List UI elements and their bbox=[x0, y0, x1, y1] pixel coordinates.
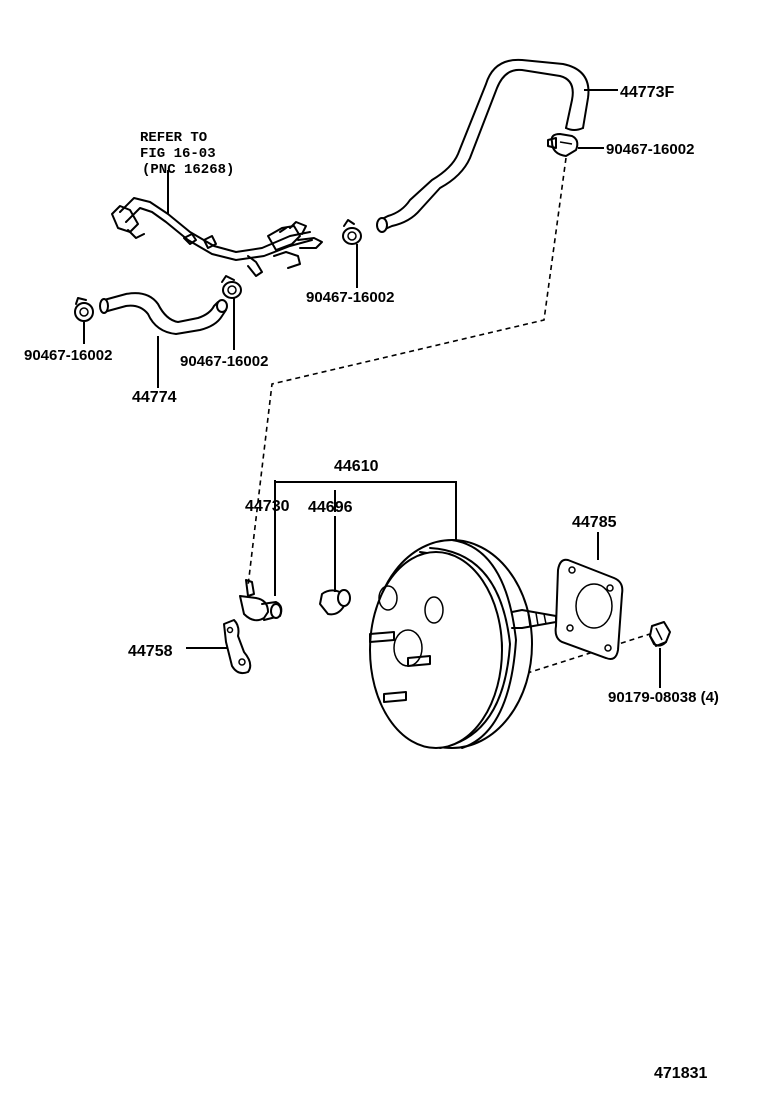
label-gasket: 44785 bbox=[572, 514, 617, 531]
routing-dashed-line bbox=[247, 157, 567, 587]
clamp-center-icon[interactable] bbox=[221, 275, 242, 299]
clamp-middle-icon[interactable] bbox=[342, 219, 362, 245]
label-clamp-upper-right: 90467-16002 bbox=[606, 141, 694, 158]
label-clamp-center: 90467-16002 bbox=[180, 353, 268, 370]
label-grommet: 44696 bbox=[308, 499, 353, 516]
figure-number: 471831 bbox=[654, 1065, 707, 1082]
bracket-icon[interactable] bbox=[223, 619, 252, 675]
clamp-left-icon[interactable] bbox=[74, 297, 94, 322]
gasket-plate-icon[interactable] bbox=[554, 558, 624, 660]
label-booster-assy: 44610 bbox=[334, 458, 379, 475]
refer-text-line1: REFER TO bbox=[140, 130, 207, 146]
label-upper-hose: 44773F bbox=[620, 84, 674, 101]
refer-text-line2: FIG 16-03 bbox=[140, 146, 216, 162]
label-check-valve: 44730 bbox=[245, 498, 290, 515]
clamp-upper-right-icon[interactable] bbox=[547, 133, 579, 157]
upper-vacuum-hose-icon[interactable] bbox=[376, 58, 590, 233]
grommet-icon[interactable] bbox=[319, 589, 351, 616]
leader-lines bbox=[83, 89, 661, 688]
check-valve-icon[interactable] bbox=[239, 579, 283, 622]
label-clamp-left: 90467-16002 bbox=[24, 347, 112, 364]
vacuum-pipe-icon[interactable] bbox=[111, 197, 323, 277]
refer-text-line3: (PNC 16268) bbox=[142, 162, 234, 178]
lower-vacuum-hose-icon[interactable] bbox=[99, 292, 228, 335]
flange-nut-icon[interactable] bbox=[649, 621, 671, 647]
label-clamp-mid: 90467-16002 bbox=[306, 289, 394, 306]
label-bracket: 44758 bbox=[128, 643, 173, 660]
label-nut: 90179-08038 (4) bbox=[608, 689, 719, 706]
brake-booster-icon[interactable] bbox=[369, 539, 557, 749]
label-lower-hose: 44774 bbox=[132, 389, 177, 406]
